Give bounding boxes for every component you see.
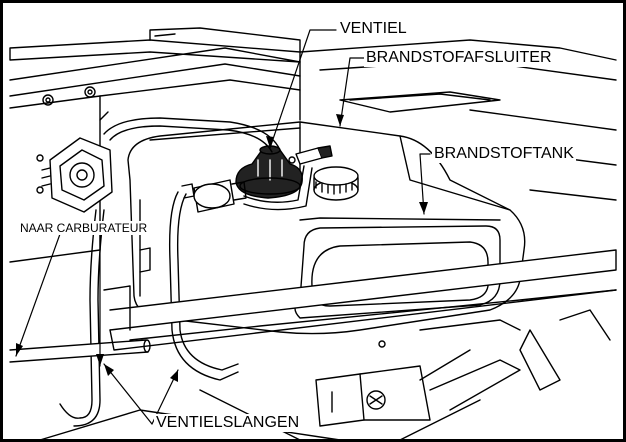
carburetor-line [9,339,151,363]
lower-structure [39,309,611,441]
arrowheads [16,114,428,382]
leader-fuel-tank [419,153,431,215]
leader-valve [269,29,337,149]
valve-label: VENTIEL [338,20,409,38]
leader-lines [15,29,431,425]
fuel-filter [181,179,247,213]
fuel-shutoff [288,145,333,165]
valve-hoses-label: VENTIELSLANGEN [154,414,302,432]
leader-carburetor-left [15,233,61,357]
frame-rail [103,249,617,351]
leader-hoses-left [103,363,153,425]
fuel-pump [41,111,113,213]
to-carburetor-label: NAAR CARBURATEUR [18,221,150,235]
fuel-tank-label: BRANDSTOFTANK [432,145,576,163]
fuel-shutoff-label: BRANDSTOFAFSLUITER [364,49,554,67]
fuel-cap [313,166,359,201]
leader-fuel-shutoff [339,57,365,127]
